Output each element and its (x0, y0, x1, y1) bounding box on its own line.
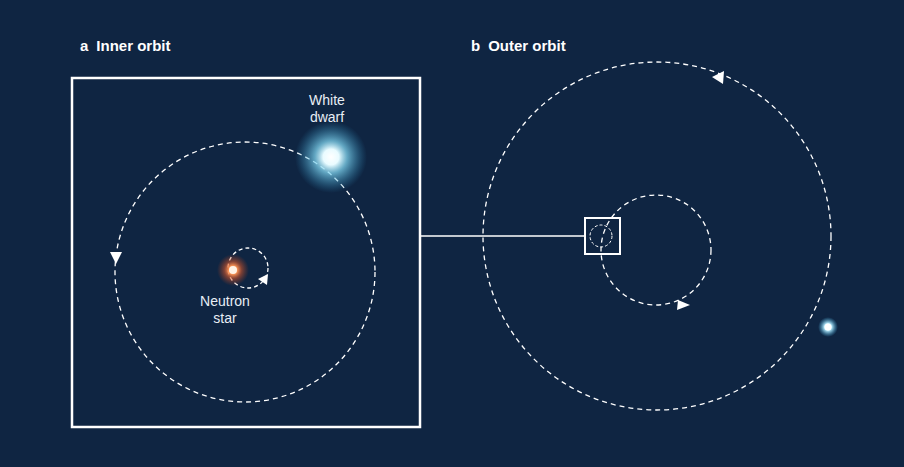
orbit-path (601, 195, 711, 305)
zoom-box (585, 218, 620, 254)
neutron-star-core (229, 266, 237, 274)
orbit-arrow (712, 71, 724, 84)
outer-white-dwarf (818, 317, 838, 337)
zoom-leader (421, 235, 585, 236)
orbit-arrow (677, 300, 690, 310)
orbit-path (590, 225, 612, 247)
neutron-star (217, 254, 249, 286)
panel-letter: b (471, 37, 480, 54)
panel-frame (72, 78, 420, 427)
white-dwarf (295, 121, 367, 193)
orbit-path (483, 62, 831, 410)
star-label: Neutron star (192, 293, 258, 327)
orbit-arrow (258, 274, 268, 285)
outer-white-dwarf-core (825, 324, 832, 331)
panel-title: Inner orbit (96, 37, 170, 54)
panel-title: Outer orbit (488, 37, 566, 54)
panel-letter: a (80, 37, 88, 54)
star-label: White dwarf (296, 92, 358, 126)
orbit-arrow (110, 252, 122, 264)
